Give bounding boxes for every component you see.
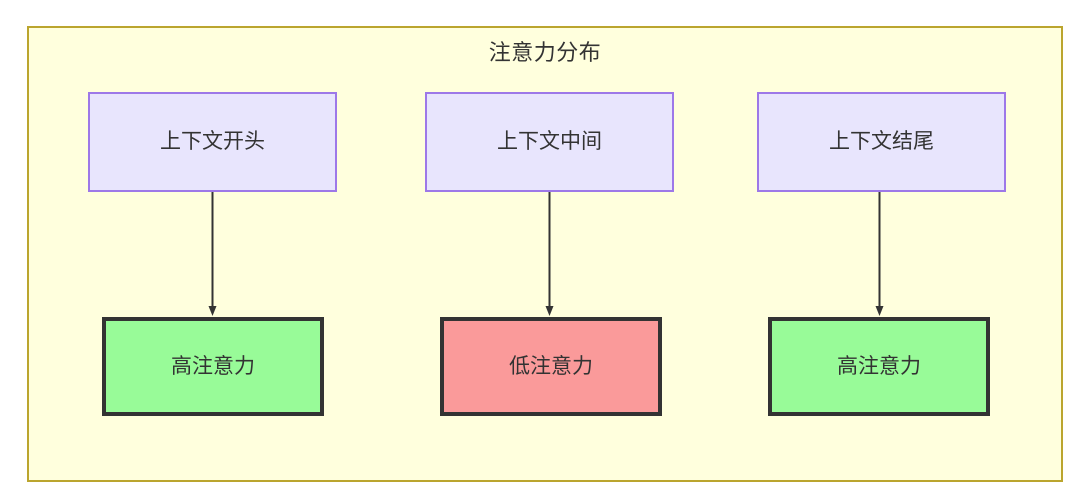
node-label: 低注意力 <box>509 354 593 378</box>
node-context-end[interactable]: 上下文结尾 <box>757 92 1006 192</box>
node-context-start[interactable]: 上下文开头 <box>88 92 337 192</box>
node-attention-high-end[interactable]: 高注意力 <box>768 317 990 416</box>
node-label: 高注意力 <box>837 354 921 378</box>
node-label: 高注意力 <box>171 354 255 378</box>
node-attention-high-start[interactable]: 高注意力 <box>102 317 324 416</box>
node-label: 上下文开头 <box>160 130 265 154</box>
node-attention-low-middle[interactable]: 低注意力 <box>440 317 662 416</box>
node-context-middle[interactable]: 上下文中间 <box>425 92 674 192</box>
subgraph-title: 注意力分布 <box>488 40 602 65</box>
node-label: 上下文结尾 <box>829 130 934 154</box>
node-label: 上下文中间 <box>497 130 602 154</box>
